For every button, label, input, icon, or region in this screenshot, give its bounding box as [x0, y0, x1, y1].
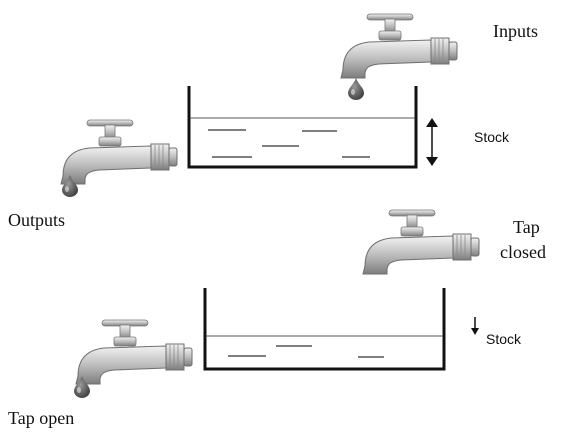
- output-tap-icon: [60, 119, 178, 185]
- stock-decrease-down-arrow-icon: [471, 317, 479, 335]
- tap-closed-label-line2: closed: [500, 242, 546, 262]
- tap-open-label: Tap open: [8, 408, 74, 428]
- input-water-drop-icon: [348, 78, 364, 100]
- bottom-water-tank: [203, 288, 446, 371]
- stock-label-top: Stock: [474, 129, 510, 145]
- tap-closed-label-line1: Tap: [513, 217, 540, 237]
- input-tap-icon: [340, 13, 458, 79]
- closed-tap-icon: [362, 209, 480, 275]
- outputs-label: Outputs: [8, 210, 65, 230]
- stock-label-bottom: Stock: [486, 331, 522, 347]
- inputs-label: Inputs: [493, 21, 538, 41]
- stock-change-double-arrow-icon: [426, 118, 438, 166]
- open-tap-icon: [75, 319, 193, 385]
- top-water-tank: [187, 86, 418, 169]
